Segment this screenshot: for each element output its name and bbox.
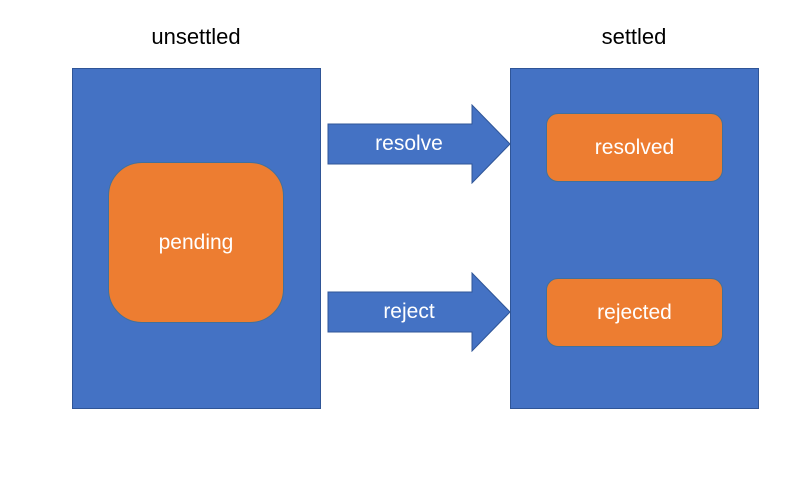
rejected-state-box: rejected bbox=[546, 278, 723, 347]
resolved-state-box: resolved bbox=[546, 113, 723, 182]
settled-heading: settled bbox=[601, 24, 667, 49]
right-arrow-icon bbox=[327, 272, 511, 352]
resolve-label: resolve bbox=[375, 132, 443, 155]
pending-label: pending bbox=[158, 230, 234, 254]
reject-label: reject bbox=[383, 300, 435, 323]
right-arrow-icon bbox=[327, 104, 511, 184]
rejected-label: rejected bbox=[597, 300, 672, 324]
pending-state-box: pending bbox=[108, 162, 284, 323]
resolved-label: resolved bbox=[594, 135, 675, 159]
resolve-arrow: resolve bbox=[327, 104, 511, 184]
unsettled-heading: unsettled bbox=[151, 24, 241, 49]
reject-arrow: reject bbox=[327, 272, 511, 352]
